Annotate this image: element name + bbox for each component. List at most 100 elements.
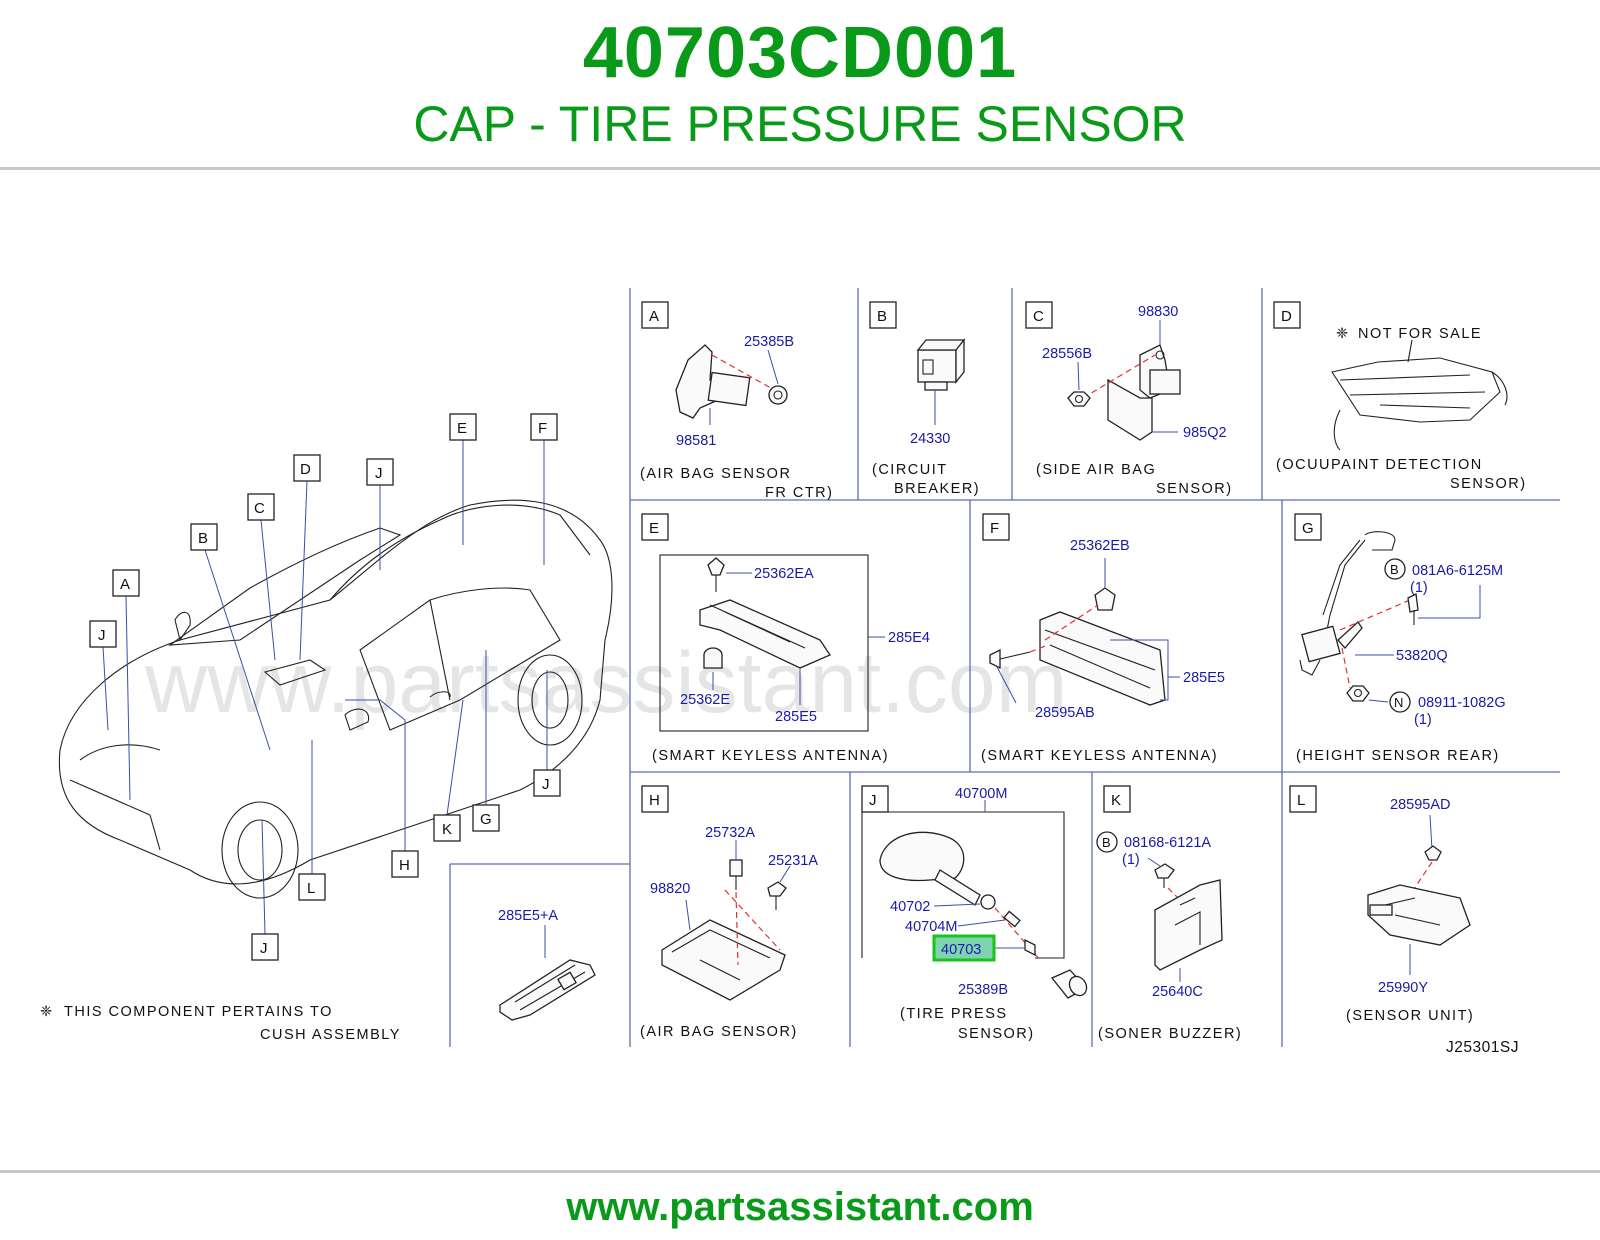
callout-f xyxy=(530,413,558,441)
panel-k: K B 08168-6121A (1) 25640C (SONER BUZZER… xyxy=(1096,785,1242,1042)
svg-text:(SMART KEYLESS ANTENNA): (SMART KEYLESS ANTENNA) xyxy=(652,748,889,764)
callout-b xyxy=(190,523,218,551)
header-divider xyxy=(0,167,1600,170)
vehicle-overview xyxy=(58,499,613,899)
svg-text:25362EB: 25362EB xyxy=(1070,538,1130,554)
svg-text:J: J xyxy=(542,776,550,793)
svg-text:L: L xyxy=(1297,792,1305,809)
svg-text:J: J xyxy=(98,627,106,644)
svg-text:285E5: 285E5 xyxy=(775,709,817,725)
svg-text:28595AB: 28595AB xyxy=(1035,705,1095,721)
svg-text:(SONER BUZZER): (SONER BUZZER) xyxy=(1098,1026,1242,1042)
svg-text:25385B: 25385B xyxy=(744,334,794,350)
svg-text:98581: 98581 xyxy=(676,433,716,449)
svg-text:H: H xyxy=(649,792,660,809)
svg-text:K: K xyxy=(1111,792,1121,809)
svg-text:SENSOR): SENSOR) xyxy=(1450,476,1527,492)
svg-text:(AIR BAG SENSOR: (AIR BAG SENSOR xyxy=(640,466,791,482)
svg-text:40703: 40703 xyxy=(941,942,981,958)
panel-extra: 285E5+A xyxy=(498,908,596,1021)
svg-text:D: D xyxy=(1281,308,1292,325)
highlighted-part-40703[interactable] xyxy=(932,934,996,962)
callout-l xyxy=(298,873,326,901)
svg-text:98820: 98820 xyxy=(650,881,690,897)
component-note: ❈ THIS COMPONENT PERTAINS TO CUSH ASSEMB… xyxy=(40,1004,401,1043)
svg-text:(1): (1) xyxy=(1414,712,1432,728)
svg-text:J: J xyxy=(869,792,877,809)
svg-text:N: N xyxy=(1394,695,1403,710)
part-number-title: 40703CD001 xyxy=(582,13,1018,93)
svg-text:(1): (1) xyxy=(1410,580,1428,596)
svg-text:08911-1082G: 08911-1082G xyxy=(1418,695,1506,711)
svg-text:25640C: 25640C xyxy=(1152,984,1203,1000)
svg-text:(TIRE PRESS: (TIRE PRESS xyxy=(900,1006,1008,1022)
svg-text:E: E xyxy=(457,420,467,437)
callout-j-front xyxy=(251,933,279,961)
svg-text:25362E: 25362E xyxy=(680,692,730,708)
panel-a: A 25385B 98581 (AIR BAG SENSOR FR CTR) xyxy=(640,301,832,501)
svg-text:25732A: 25732A xyxy=(705,825,755,841)
part-name-subtitle: CAP - TIRE PRESSURE SENSOR xyxy=(413,96,1187,152)
svg-text:E: E xyxy=(649,520,659,537)
svg-text:081A6-6125M: 081A6-6125M xyxy=(1412,563,1503,579)
callout-g xyxy=(472,804,500,832)
svg-text:❈: ❈ xyxy=(1336,326,1350,342)
svg-text:985Q2: 985Q2 xyxy=(1183,425,1227,441)
svg-text:98830: 98830 xyxy=(1138,304,1178,320)
diagram-code: J25301SJ xyxy=(1446,1039,1519,1056)
svg-text:B: B xyxy=(1390,562,1399,577)
panel-e: E 25362EA 285E4 25362E 285E5 (SMART KEYL… xyxy=(641,513,930,764)
svg-text:285E5+A: 285E5+A xyxy=(498,908,558,924)
panel-j: J 40700M 40702 40704M 40703 25389B (TIRE… xyxy=(861,785,1088,1042)
panel-g: G B 081A6-6125M (1) 53820Q N 08911-1082G… xyxy=(1294,513,1506,764)
panel-c: C 28556B 98830 985Q2 (SIDE AIR BAG SENSO… xyxy=(1025,301,1231,497)
footer-url[interactable]: www.partsassistant.com xyxy=(566,1185,1034,1229)
svg-text:(AIR BAG SENSOR): (AIR BAG SENSOR) xyxy=(640,1024,798,1040)
svg-text:B: B xyxy=(877,308,887,325)
svg-text:K: K xyxy=(442,821,452,838)
callout-e xyxy=(449,413,477,441)
svg-text:(SENSOR UNIT): (SENSOR UNIT) xyxy=(1346,1008,1474,1024)
svg-text:C: C xyxy=(1033,308,1044,325)
svg-text:D: D xyxy=(300,461,311,478)
svg-text:A: A xyxy=(649,308,659,325)
svg-text:40700M: 40700M xyxy=(955,786,1007,802)
car-callouts: A B C D E F J J J J H L xyxy=(89,413,561,961)
svg-text:BREAKER): BREAKER) xyxy=(894,481,980,497)
svg-text:A: A xyxy=(120,576,130,593)
callout-j-rear xyxy=(533,769,561,797)
svg-text:28595AD: 28595AD xyxy=(1390,797,1450,813)
callout-j-hood xyxy=(89,620,117,648)
callout-d xyxy=(293,454,321,482)
svg-text:J: J xyxy=(260,940,268,957)
svg-text:08168-6121A: 08168-6121A xyxy=(1124,835,1211,851)
svg-text:(1): (1) xyxy=(1122,852,1140,868)
panel-h: H 25732A 25231A 98820 (AIR BAG SENSOR) xyxy=(640,785,818,1040)
svg-text:25231A: 25231A xyxy=(768,853,818,869)
svg-text:53820Q: 53820Q xyxy=(1396,648,1448,664)
svg-text:(SIDE AIR BAG: (SIDE AIR BAG xyxy=(1036,462,1156,478)
svg-text:NOT FOR SALE: NOT FOR SALE xyxy=(1358,326,1482,342)
callout-a xyxy=(112,569,140,597)
callout-c xyxy=(247,493,275,521)
svg-text:40704M: 40704M xyxy=(905,919,957,935)
svg-text:(OCUUPAINT DETECTION: (OCUUPAINT DETECTION xyxy=(1276,457,1483,473)
svg-text:THIS COMPONENT PERTAINS TO: THIS COMPONENT PERTAINS TO xyxy=(64,1004,333,1020)
footer-divider xyxy=(0,1170,1600,1173)
callout-h xyxy=(391,850,419,878)
svg-text:G: G xyxy=(1302,520,1314,537)
svg-text:CUSH ASSEMBLY: CUSH ASSEMBLY xyxy=(260,1027,401,1043)
svg-text:25389B: 25389B xyxy=(958,982,1008,998)
svg-text:J: J xyxy=(375,465,383,482)
svg-text:B: B xyxy=(1102,835,1111,850)
svg-text:(HEIGHT SENSOR REAR): (HEIGHT SENSOR REAR) xyxy=(1296,748,1500,764)
svg-text:(SMART KEYLESS ANTENNA): (SMART KEYLESS ANTENNA) xyxy=(981,748,1218,764)
panel-b: B 24330 (CIRCUIT BREAKER) xyxy=(869,301,980,497)
svg-text:H: H xyxy=(399,857,410,874)
svg-text:F: F xyxy=(990,520,999,537)
svg-text:25362EA: 25362EA xyxy=(754,566,814,582)
svg-text:24330: 24330 xyxy=(910,431,950,447)
svg-text:285E4: 285E4 xyxy=(888,630,930,646)
svg-text:25990Y: 25990Y xyxy=(1378,980,1428,996)
